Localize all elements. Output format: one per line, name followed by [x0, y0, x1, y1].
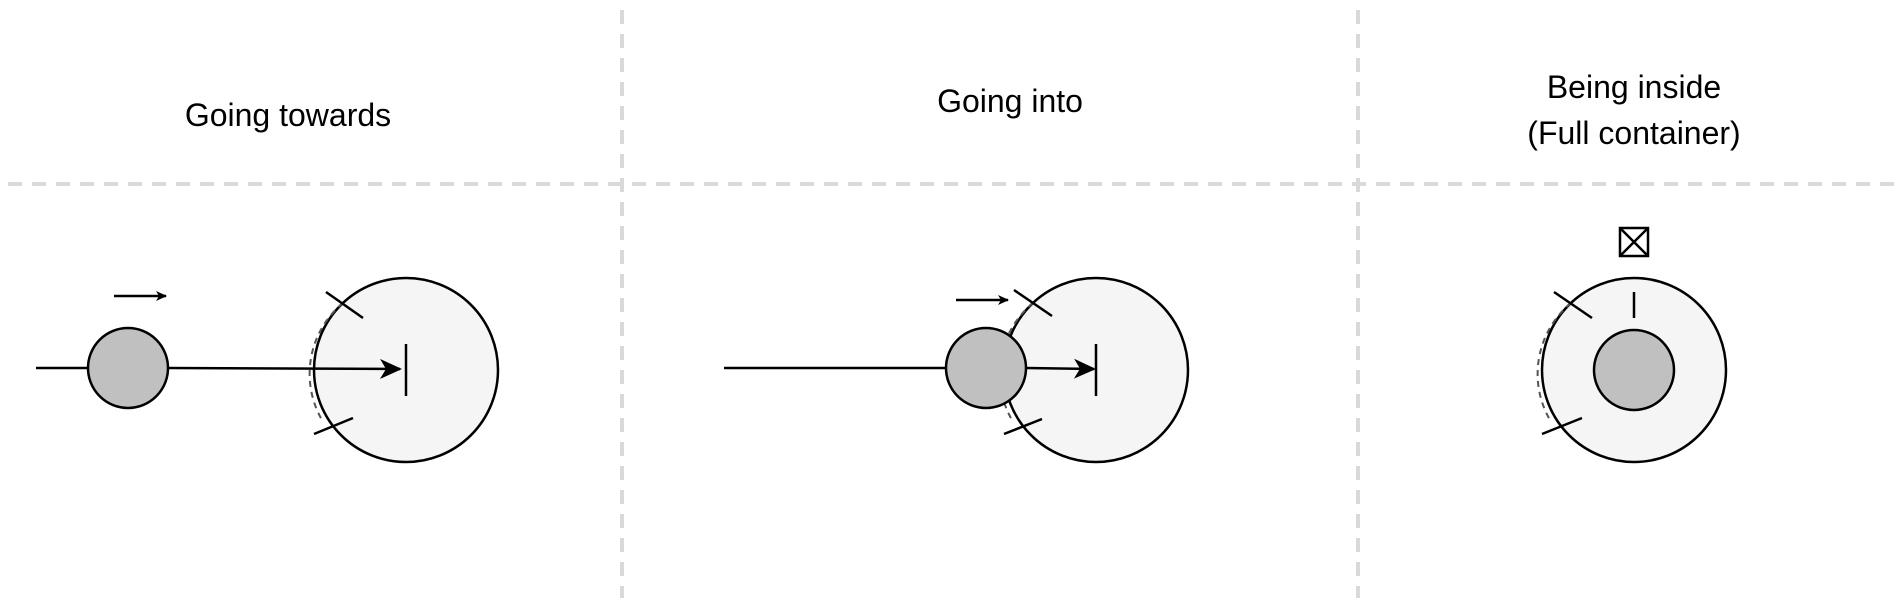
panel-going-towards — [36, 276, 500, 464]
moving-object — [944, 326, 1028, 410]
boundary-tick-bottom — [313, 416, 354, 436]
panel-3-title-line-1: Being inside — [1547, 69, 1721, 105]
contained-object — [1592, 328, 1676, 412]
panel-dividers — [8, 10, 1894, 598]
boundary-tick-bottom — [1541, 416, 1583, 436]
panel-2-title: Going into — [937, 83, 1083, 119]
panel-going-into — [724, 276, 1190, 464]
panel-being-inside — [1536, 226, 1728, 464]
boundary-tick-top — [1553, 290, 1593, 320]
boundary-tick-top — [325, 290, 364, 320]
container-boundary-dashed — [998, 302, 1034, 421]
trajectory-arrow — [167, 358, 402, 379]
boxed-x-icon — [1618, 226, 1650, 258]
container-boundary-dashed — [308, 302, 344, 421]
moving-object — [86, 326, 170, 410]
panel-3-title-line-2: (Full container) — [1527, 115, 1740, 151]
trajectory-arrow — [1025, 358, 1096, 379]
container-boundary-dashed — [1536, 302, 1572, 421]
boundary-tick-bottom — [1003, 417, 1043, 436]
boundary-tick-top — [1013, 288, 1053, 318]
panel-1-title: Going towards — [185, 97, 391, 133]
